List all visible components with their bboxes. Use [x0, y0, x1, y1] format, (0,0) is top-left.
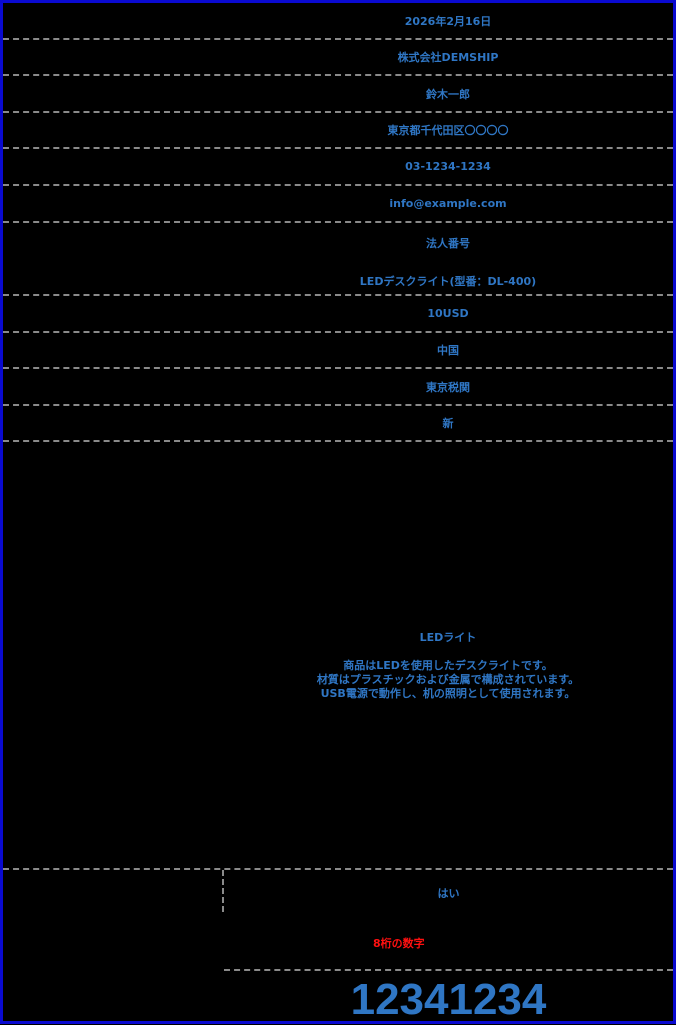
row-label	[3, 442, 220, 868]
row-address: 東京都千代田区〇〇〇〇	[3, 113, 673, 149]
row-label	[3, 296, 220, 331]
corporate-product-cell: 法人番号 LEDデスクライト(型番：DL-400)	[223, 223, 673, 294]
date-value[interactable]: 2026年2月16日	[404, 14, 492, 28]
row-label	[3, 223, 220, 294]
row-date: 2026年2月16日	[3, 3, 673, 40]
row-condition: 新	[3, 406, 673, 442]
row-customs: 東京税関	[3, 369, 673, 406]
description-stack: LEDライト 商品はLEDを使用したデスクライトです。 材質はプラスチックおよび…	[317, 629, 579, 701]
phone-value[interactable]: 03-1234-1234	[405, 160, 491, 173]
row-description: LEDライト 商品はLEDを使用したデスクライトです。 材質はプラスチックおよび…	[3, 442, 673, 870]
row-corporate-product: 法人番号 LEDデスクライト(型番：DL-400)	[3, 223, 673, 296]
row-label	[3, 40, 220, 74]
row-phone: 03-1234-1234	[3, 149, 673, 186]
row-label	[3, 369, 220, 404]
row-email: info@example.com	[3, 186, 673, 223]
address-value[interactable]: 東京都千代田区〇〇〇〇	[387, 124, 509, 137]
description-title: LEDライト	[419, 631, 477, 644]
row-company: 株式会社DEMSHIP	[3, 40, 673, 76]
email-value[interactable]: info@example.com	[389, 197, 507, 210]
row-origin: 中国	[3, 333, 673, 369]
corporate-product-stack: 法人番号 LEDデスクライト(型番：DL-400)	[360, 223, 536, 289]
condition-value[interactable]: 新	[442, 417, 454, 430]
customs-value[interactable]: 東京税関	[426, 380, 470, 394]
row-label	[3, 406, 220, 440]
row-label	[3, 113, 220, 147]
row-label	[3, 76, 220, 111]
row-price: 10USD	[3, 296, 673, 333]
divider	[224, 969, 673, 971]
origin-value[interactable]: 中国	[437, 344, 459, 357]
description-cell[interactable]: LEDライト 商品はLEDを使用したデスクライトです。 材質はプラスチックおよび…	[223, 442, 673, 868]
column-divider	[222, 870, 226, 912]
row-label	[3, 186, 220, 221]
description-line: 材質はプラスチックおよび金属で構成されています。	[316, 673, 580, 686]
number-value[interactable]: 12341234	[350, 975, 547, 1024]
row-label	[3, 149, 220, 184]
row-label	[3, 3, 220, 38]
description-line: 商品はLEDを使用したデスクライトです。	[343, 659, 553, 672]
row-name: 鈴木一郎	[3, 76, 673, 113]
answer-value[interactable]: はい	[437, 887, 460, 900]
hint-text: 8桁の数字	[373, 937, 425, 950]
product-name-value[interactable]: LEDデスクライト(型番：DL-400)	[359, 275, 537, 288]
description-line: USB電源で動作し、机の照明として使用されます。	[320, 687, 576, 700]
price-value[interactable]: 10USD	[427, 307, 469, 320]
corporate-number-value[interactable]: 法人番号	[425, 237, 470, 250]
name-value[interactable]: 鈴木一郎	[426, 87, 470, 101]
row-label	[3, 333, 220, 367]
company-value[interactable]: 株式会社DEMSHIP	[397, 51, 499, 64]
